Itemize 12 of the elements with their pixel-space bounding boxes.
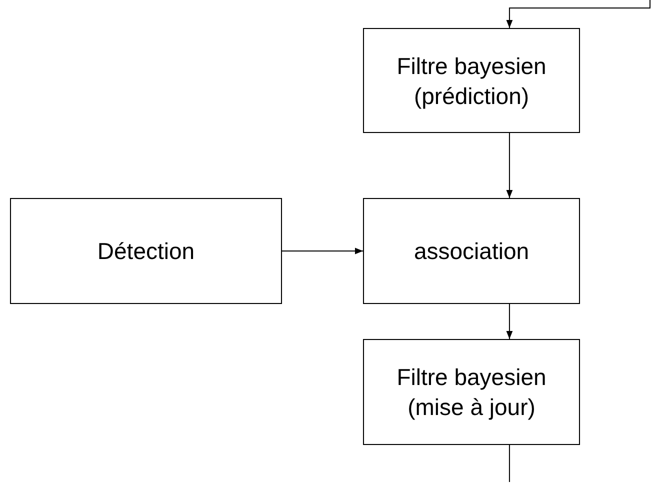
- arrow: [506, 132, 513, 198]
- arrow: [506, 0, 650, 28]
- box-label: association: [414, 237, 530, 266]
- box-label: Filtre bayesien (mise à jour): [396, 363, 548, 422]
- box-label: Détection: [97, 237, 195, 266]
- arrow: [282, 248, 364, 254]
- box-label: Filtre bayesien (prédiction): [396, 52, 548, 110]
- process-box: [363, 339, 580, 445]
- process-box: [363, 28, 580, 133]
- process-box: [363, 198, 580, 304]
- arrow: [506, 304, 513, 340]
- process-box: [10, 198, 282, 304]
